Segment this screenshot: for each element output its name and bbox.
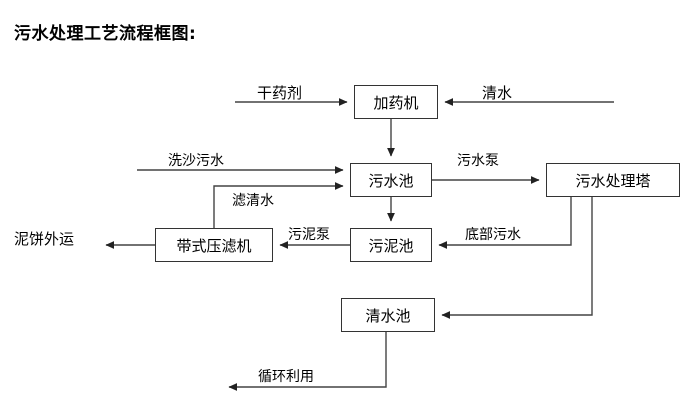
label-sludge-pump: 污泥泵 (288, 227, 330, 243)
wire-tower-to-sludge-pool (438, 197, 572, 249)
label-bottom-wastewater: 底部污水 (465, 227, 521, 243)
node-wastewater-pool[interactable]: 污水池 (350, 163, 432, 197)
node-label: 带式压滤机 (176, 236, 252, 255)
node-dosing-machine[interactable]: 加药机 (354, 85, 438, 119)
label-dry-chemical: 干药剂 (257, 84, 303, 102)
node-belt-filter-press[interactable]: 带式压滤机 (155, 228, 273, 262)
label-mud-cake-out: 泥饼外运 (14, 230, 75, 248)
node-label: 污水池 (368, 171, 414, 190)
label-clean-water-inlet: 清水 (482, 84, 513, 102)
wire-clearwater-to-recycle (228, 332, 387, 391)
label-sand-wash-wastewater: 洗沙污水 (168, 153, 224, 169)
label-wastewater-pump: 污水泵 (457, 153, 499, 169)
node-clear-water-pool[interactable]: 清水池 (341, 298, 435, 332)
node-label: 污水处理塔 (575, 171, 651, 190)
node-label: 加药机 (373, 93, 419, 112)
node-label: 清水池 (365, 306, 411, 325)
wire-tower-to-clearwater-pool (441, 197, 593, 319)
node-treatment-tower[interactable]: 污水处理塔 (546, 163, 680, 197)
page-title: 污水处理工艺流程框图: (14, 24, 197, 44)
node-sludge-pool[interactable]: 污泥池 (350, 228, 432, 262)
wire-filtrate-to-wastewater-pool (213, 182, 344, 228)
label-filtered-clear-water: 滤清水 (232, 193, 274, 209)
node-label: 污泥池 (368, 236, 414, 255)
label-recycle-use: 循环利用 (258, 369, 314, 385)
